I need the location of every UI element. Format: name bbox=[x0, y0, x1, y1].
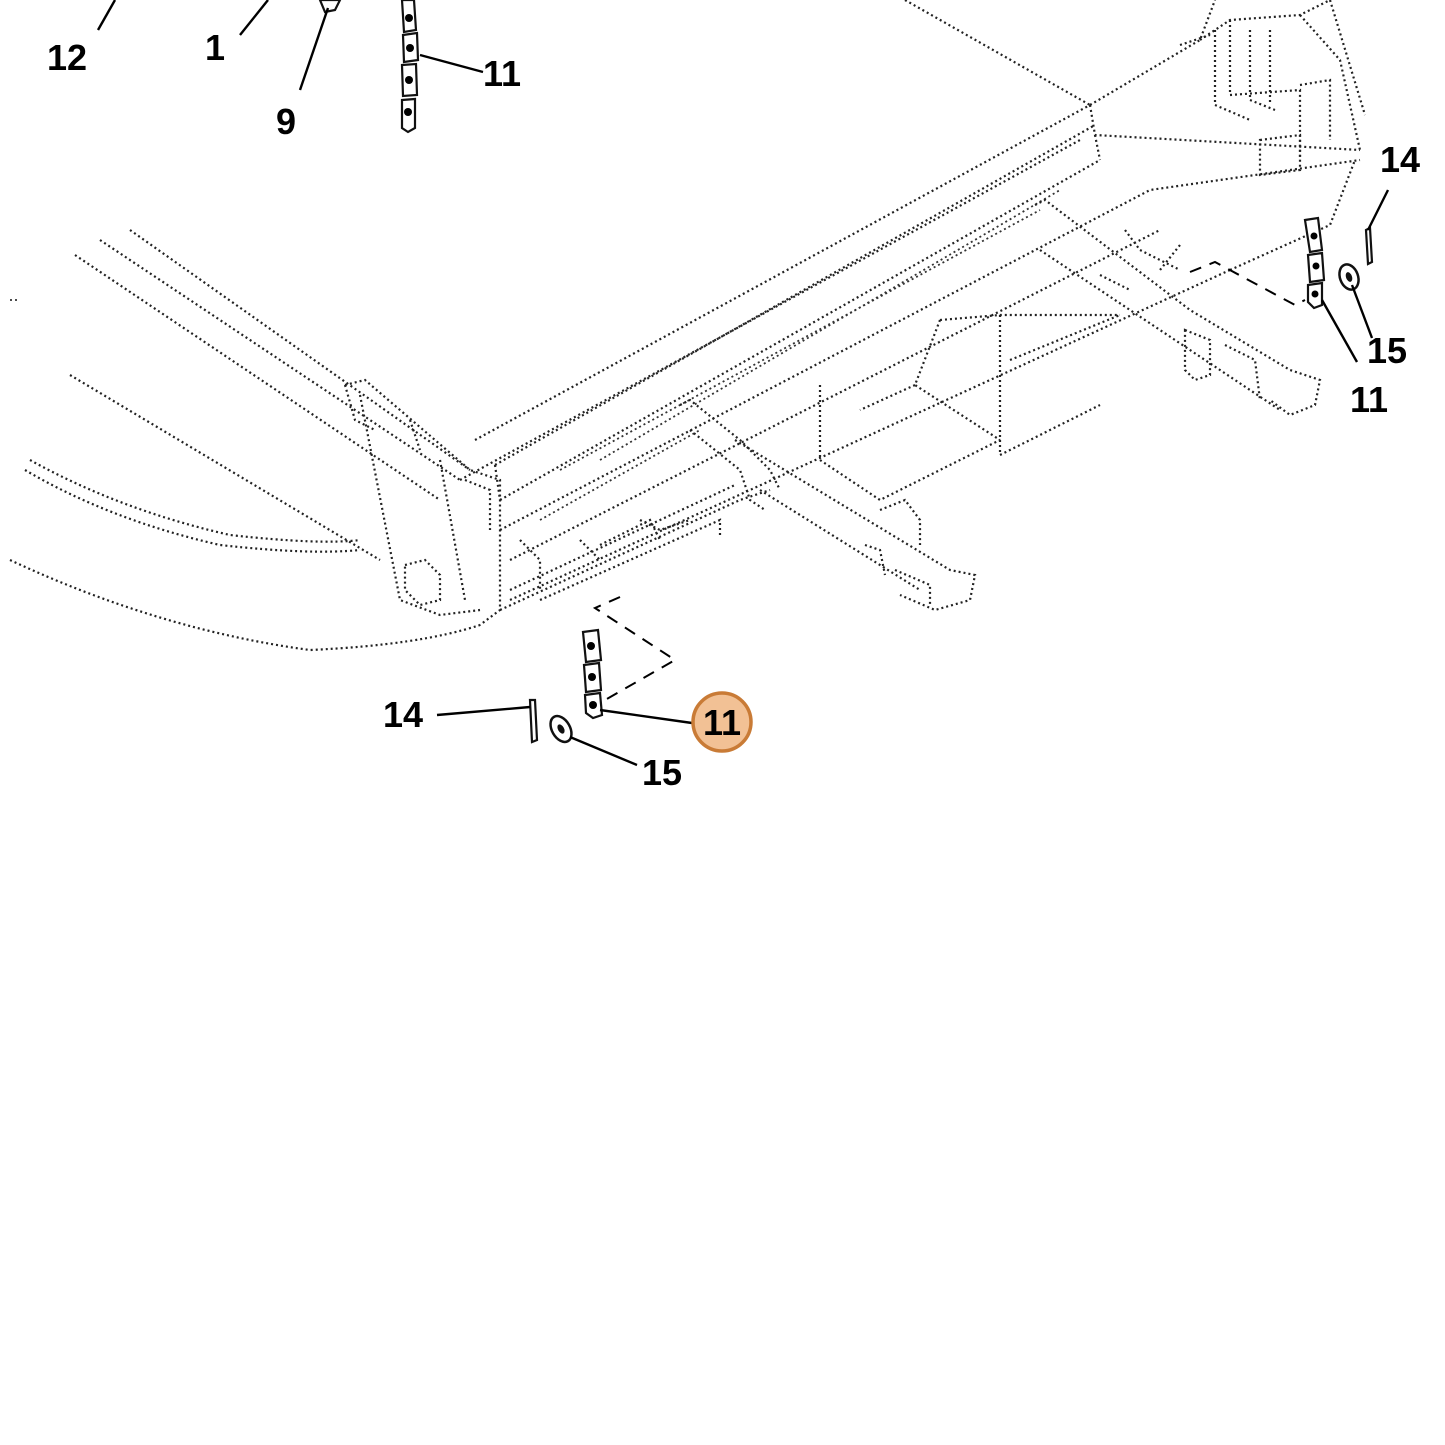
pin-right bbox=[1364, 226, 1374, 266]
highlight-marker bbox=[691, 691, 753, 753]
washer-right bbox=[1338, 263, 1360, 291]
fitting-part-9 bbox=[318, 0, 342, 14]
assembly-path-bottom bbox=[592, 596, 677, 701]
callout-14-bottom: 14 bbox=[383, 694, 423, 735]
frame-drawing bbox=[9, 0, 1367, 652]
callout-15-right: 15 bbox=[1367, 330, 1407, 371]
callout-9: 9 bbox=[276, 101, 296, 142]
callout-14-right: 14 bbox=[1380, 139, 1420, 180]
pin-bottom bbox=[528, 698, 539, 744]
leader-lines bbox=[96, 0, 1390, 767]
washer-bottom bbox=[549, 714, 573, 744]
callout-12: 12 bbox=[47, 37, 87, 78]
chain-bottom bbox=[581, 628, 604, 720]
callout-15-bottom: 15 bbox=[642, 752, 682, 793]
chain-right bbox=[1303, 216, 1326, 310]
callout-1: 1 bbox=[205, 27, 225, 68]
highlighted-callout-11[interactable]: 11 bbox=[691, 691, 753, 753]
chain-top bbox=[400, 0, 420, 134]
assembly-path-right bbox=[1189, 260, 1306, 307]
callout-11-highlighted: 11 bbox=[703, 702, 741, 743]
callout-11-top: 11 bbox=[483, 53, 521, 94]
callout-11-right: 11 bbox=[1350, 379, 1388, 420]
